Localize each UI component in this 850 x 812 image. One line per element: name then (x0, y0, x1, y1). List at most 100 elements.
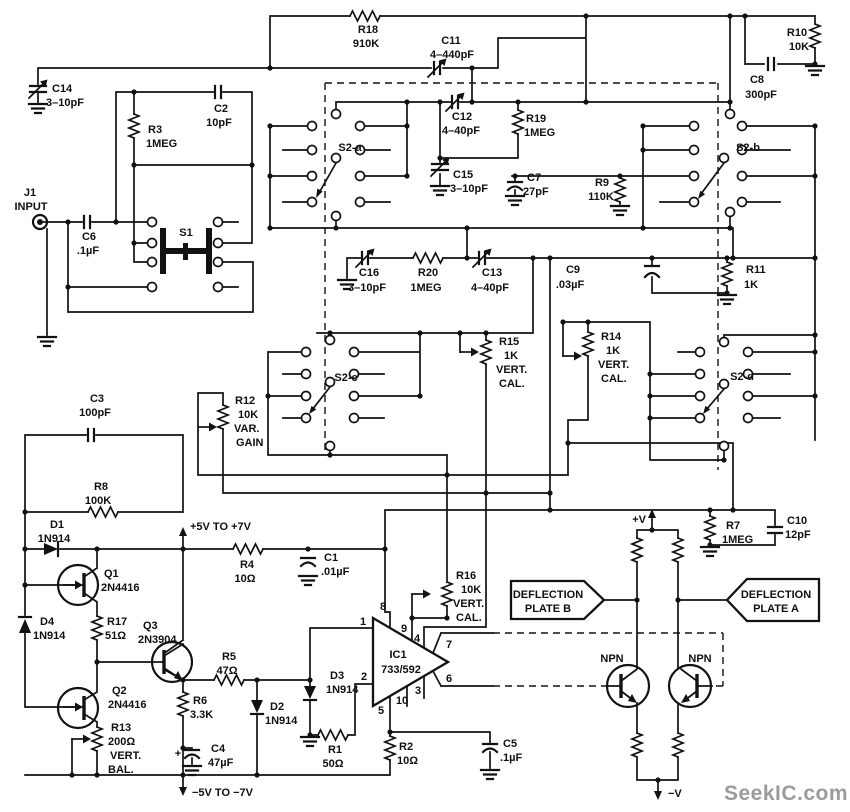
resistor-r18 (349, 10, 381, 22)
diode-d2 (249, 700, 265, 716)
label-plate-a-1: DEFLECTION (741, 589, 811, 601)
j1-input-jack (31, 213, 49, 231)
resistor-r19 (512, 109, 524, 135)
label-pos-rail: +5V TO +7V (190, 521, 252, 533)
label-s1: S1 (179, 227, 192, 239)
label-r8-val: 100K (85, 495, 111, 507)
deflection-plates (509, 577, 821, 623)
pin-9: 9 (401, 623, 407, 635)
resistor-npn-bot-right (672, 732, 684, 758)
label-d3-ref: D3 (330, 670, 344, 682)
resistor-r2 (384, 735, 396, 761)
resistor-r17 (91, 615, 103, 641)
label-q3-val: 2N3904 (138, 634, 177, 646)
label-r1-ref: R1 (328, 744, 342, 756)
resistor-r12 (217, 404, 229, 430)
diode-d1 (44, 540, 60, 558)
pot-wipers (63, 346, 583, 745)
ground-c14 (27, 102, 49, 115)
label-ic1-part: 733/592 (381, 664, 421, 676)
label-r4-val: 10Ω (234, 573, 255, 585)
label-c15-ref: C15 (453, 169, 473, 181)
label-c1-ref: C1 (324, 552, 338, 564)
cap-c15 (430, 162, 450, 172)
label-r16-l3: VERT. (453, 598, 484, 610)
v-minus-arrow (654, 791, 662, 800)
label-r12-ref: R12 (235, 395, 255, 407)
label-r14-l4: CAL. (601, 373, 627, 385)
label-c9-ref: C9 (566, 264, 580, 276)
switch-s2c (300, 334, 360, 452)
pin-4: 4 (414, 633, 421, 645)
transistor-npn-left (605, 663, 651, 709)
cap-c5 (481, 742, 499, 754)
switch-s1 (146, 216, 224, 293)
resistor-npn-top-left (631, 537, 643, 563)
resistor-r15 (480, 339, 492, 365)
ground-c1 (297, 574, 319, 587)
label-c15-val: 3–10pF (450, 183, 488, 195)
label-r8-ref: R8 (94, 481, 108, 493)
label-plate-b-2: PLATE B (525, 603, 571, 615)
label-c13-ref: C13 (482, 267, 502, 279)
switch-s2a (306, 108, 366, 222)
cap-c9 (643, 264, 661, 279)
label-r15-val: 1K (504, 350, 518, 362)
label-c8-ref: C8 (750, 74, 764, 86)
cap-c10 (766, 525, 784, 535)
watermark: SeekIC.com (724, 782, 848, 805)
resistor-r8 (87, 506, 119, 518)
resistor-r14 (582, 331, 594, 357)
label-s2c: S2-c (334, 372, 357, 384)
label-r12-l3: VAR. (234, 423, 259, 435)
variable-cap-arrows (28, 57, 493, 268)
label-q3-ref: Q3 (143, 620, 158, 632)
resistor-r11 (721, 261, 733, 287)
label-r9-val: 110K (588, 191, 614, 203)
wiper-r16 (411, 588, 432, 600)
resistor-r1 (317, 729, 349, 741)
pin-8: 8 (380, 601, 386, 613)
label-r9-ref: R9 (595, 177, 609, 189)
transistor-q1 (56, 563, 100, 607)
diode-d4 (17, 615, 33, 633)
label-npn-right: NPN (688, 653, 711, 665)
label-r5-ref: R5 (222, 651, 236, 663)
transistor-q2 (56, 686, 100, 730)
resistors (87, 10, 821, 761)
label-c4-pol: + (175, 748, 181, 760)
label-neg-rail: −5V TO −7V (192, 787, 254, 799)
label-r10-val: 10K (789, 41, 809, 53)
label-r15-l4: CAL. (499, 378, 525, 390)
resistor-r9 (614, 177, 626, 203)
junction-dots (22, 13, 818, 783)
resistor-r13 (91, 726, 103, 752)
label-r4-ref: R4 (240, 559, 255, 571)
label-d3-val: 1N914 (326, 684, 359, 696)
label-c4-ref: C4 (211, 743, 226, 755)
wiper-r13 (71, 733, 92, 745)
ground-c4 (181, 764, 203, 777)
plate-b-callout (509, 579, 606, 621)
label-c3-val: 100pF (79, 407, 111, 419)
resistor-npn-top-right (672, 537, 684, 563)
cap-c14 (28, 84, 48, 94)
label-r17-ref: R17 (107, 616, 127, 628)
label-v-minus: −V (668, 788, 682, 800)
ground-c5 (479, 768, 501, 781)
label-c14-val: 3–10pF (46, 97, 84, 109)
label-r18-ref: R18 (358, 24, 378, 36)
label-c11-ref: C11 (441, 35, 461, 47)
label-q1-val: 2N4416 (101, 582, 140, 594)
label-r2-ref: R2 (399, 741, 413, 753)
transistor-q3 (150, 640, 194, 684)
label-c2-val: 10pF (206, 117, 232, 129)
label-r19-ref: R19 (526, 113, 546, 125)
diode-d3 (302, 686, 318, 702)
label-r3-val: 1MEG (146, 138, 177, 150)
label-s2b: S2-b (736, 142, 760, 154)
pin-2: 2 (361, 671, 367, 683)
label-r11-ref: R11 (746, 264, 766, 276)
label-plate-a-2: PLATE A (753, 603, 799, 615)
label-r13-l3: VERT. (110, 750, 141, 762)
